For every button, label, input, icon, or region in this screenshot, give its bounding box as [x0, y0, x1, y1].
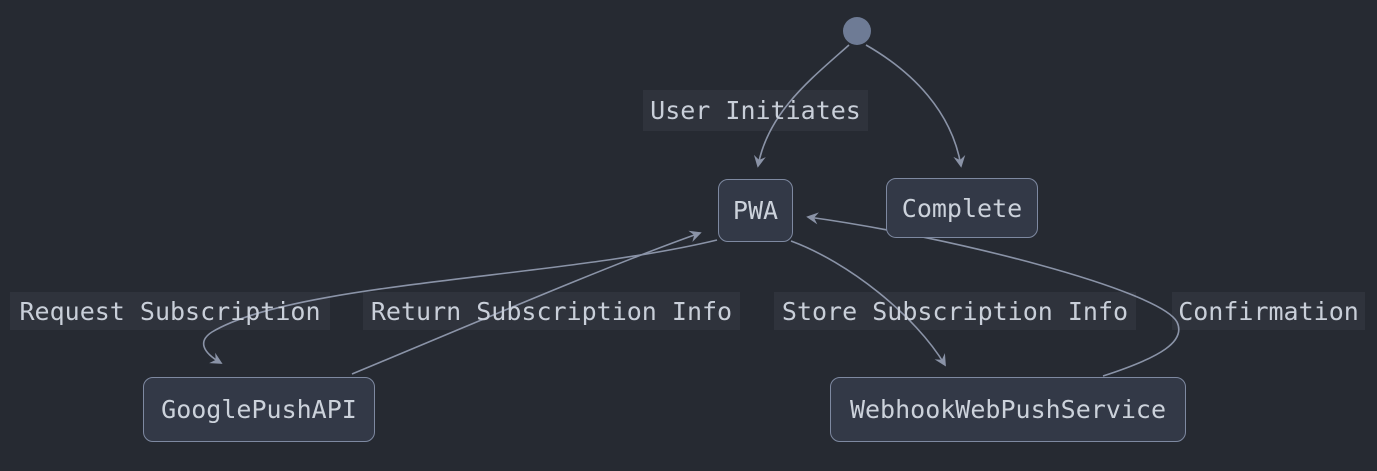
initial-state-dot — [843, 17, 871, 45]
edge-label-store-subscription-info: Store Subscription Info — [774, 292, 1136, 330]
node-complete: Complete — [886, 178, 1038, 238]
edge-label-request-subscription: Request Subscription — [10, 292, 330, 330]
edge-googlepushapi-to-pwa — [351, 230, 702, 375]
edge-start-to-pwa — [753, 44, 850, 168]
node-pwa: PWA — [718, 179, 793, 242]
node-googlepushapi: GooglePushAPI — [143, 377, 375, 442]
node-webhookwebpushservice: WebhookWebPushService — [830, 377, 1186, 442]
edge-pwa-to-webhookwebpushservice — [790, 240, 946, 367]
edge-label-return-subscription-info: Return Subscription Info — [363, 292, 740, 330]
edge-label-confirmation: Confirmation — [1172, 292, 1365, 330]
edge-label-user-initiates: User Initiates — [643, 90, 868, 131]
edge-pwa-to-googlepushapi — [202, 239, 718, 364]
edge-start-to-complete — [865, 44, 966, 168]
